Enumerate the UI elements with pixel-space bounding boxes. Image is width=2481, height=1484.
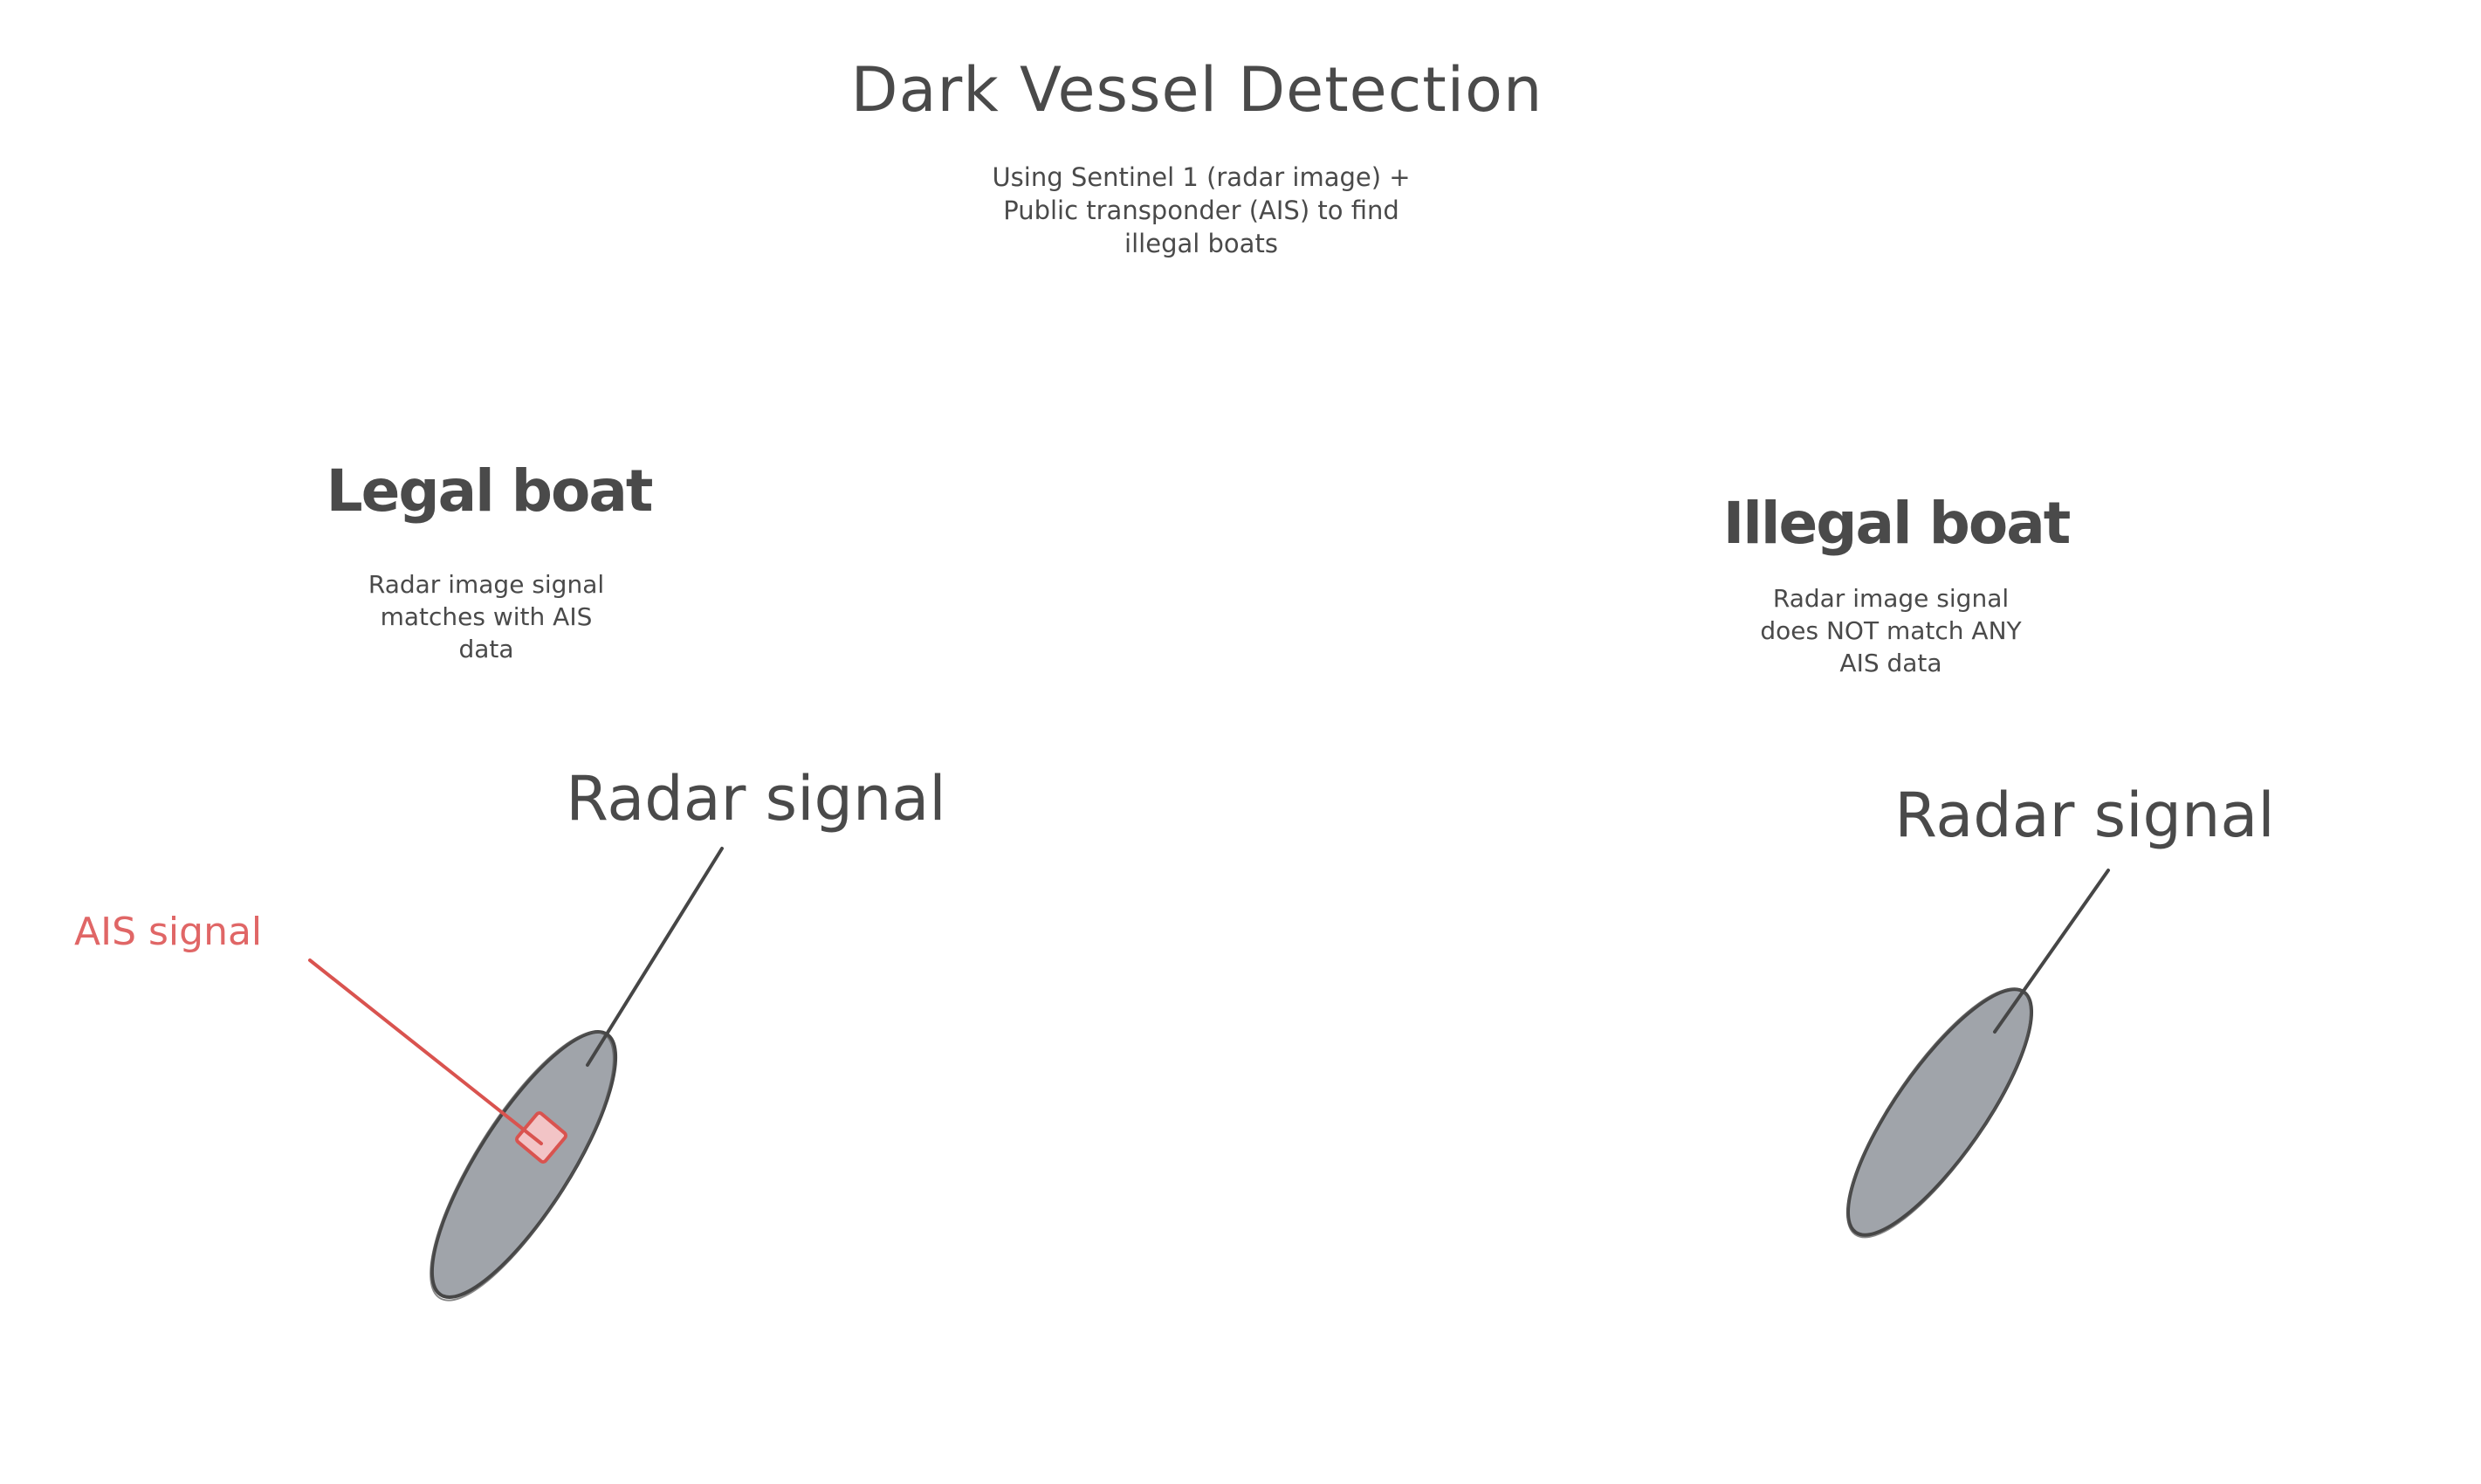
page-subtitle: Using Sentinel 1 (radar image) + Public … <box>992 161 1410 260</box>
illegal-boat-description: Radar image signal does NOT match ANY AI… <box>1760 582 2021 679</box>
description-line: does NOT match ANY <box>1760 616 2022 645</box>
subtitle-line: Using Sentinel 1 (radar image) + <box>992 162 1411 192</box>
legal-boat-sketch-stroke <box>430 1031 615 1302</box>
legal-radar-signal-label: Radar signal <box>566 763 946 835</box>
illegal-boat-radar-blob <box>1845 987 2034 1237</box>
description-line: data <box>458 635 514 663</box>
illegal-radar-connector-line <box>1993 869 2110 1034</box>
description-line: AIS data <box>1839 649 1942 677</box>
legal-radar-connector-line <box>586 847 724 1067</box>
ais-connector-line <box>308 958 543 1145</box>
legal-boat-heading: Legal boat <box>326 457 654 525</box>
page-title: Dark Vessel Detection <box>850 54 1543 126</box>
legal-boat-description: Radar image signal matches with AIS data <box>368 568 604 665</box>
illegal-radar-signal-label: Radar signal <box>1894 780 2275 851</box>
description-line: Radar image signal <box>368 570 605 599</box>
ais-marker-icon <box>515 1111 567 1164</box>
subtitle-line: illegal boats <box>1124 229 1278 258</box>
illegal-boat-heading: Illegal boat <box>1722 490 2072 557</box>
illegal-boat-shape <box>1845 987 2034 1239</box>
subtitle-line: Public transponder (AIS) to find <box>1003 196 1399 225</box>
description-line: Radar image signal <box>1772 584 2010 613</box>
legal-boat-shape <box>430 1030 618 1302</box>
ais-signal-label: AIS signal <box>74 910 263 954</box>
description-line: matches with AIS <box>380 602 593 631</box>
legal-boat-radar-blob <box>430 1030 618 1299</box>
